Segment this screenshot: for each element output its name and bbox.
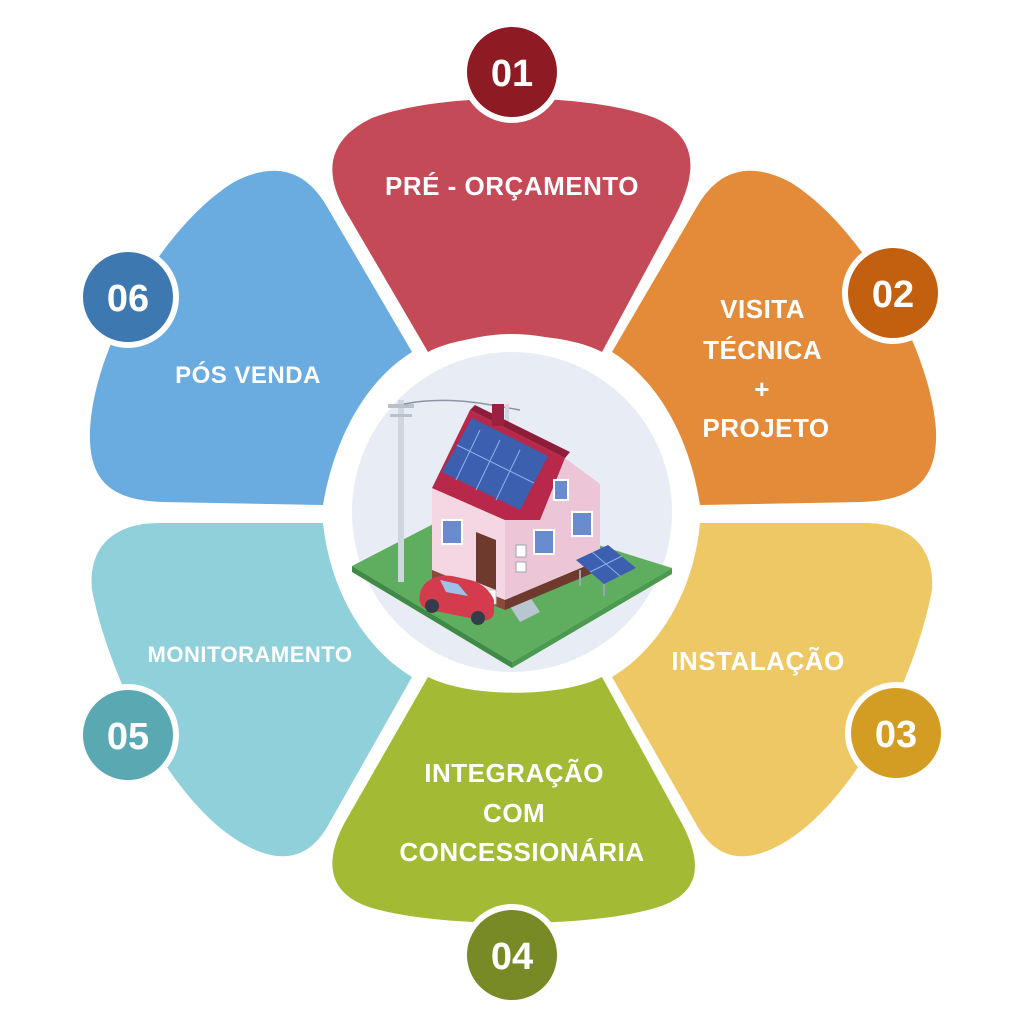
step-03-label-line: INSTALAÇÃO [671, 646, 845, 676]
badge-02-number: 02 [872, 274, 914, 316]
step-04-label-line: INTEGRAÇÃO [424, 758, 604, 788]
solar-house-icon [352, 399, 672, 668]
badge-06-number: 06 [107, 278, 149, 320]
petal-03 [612, 523, 933, 857]
badge-06: 06 [77, 246, 179, 348]
step-05-label: MONITORAMENTO [148, 642, 353, 667]
step-02-label: VISITA TÉCNICA + PROJETO [702, 294, 829, 443]
petal-06 [89, 170, 412, 505]
step-04-label: INTEGRAÇÃO COM CONCESSIONÁRIA [399, 758, 644, 867]
badge-03-number: 03 [875, 714, 917, 756]
car-icon [419, 575, 494, 625]
badge-01: 01 [461, 21, 563, 123]
petal-01 [332, 98, 691, 352]
step-06-label: PÓS VENDA [175, 361, 321, 389]
petal-05 [91, 523, 413, 857]
step-02-label-line: PROJETO [702, 413, 829, 443]
step-03-label: INSTALAÇÃO [671, 646, 845, 676]
badge-02: 02 [842, 242, 944, 344]
badge-05: 05 [77, 684, 179, 786]
step-01-label: PRÉ - ORÇAMENTO [385, 171, 639, 201]
badge-03: 03 [845, 682, 947, 784]
petal-04 [332, 677, 695, 923]
petal-02 [612, 170, 937, 505]
badge-01-number: 01 [491, 53, 533, 95]
step-04-label-line: CONCESSIONÁRIA [399, 837, 644, 867]
step-04-label-line: COM [483, 798, 545, 828]
badge-04-number: 04 [491, 936, 533, 978]
step-02-label-line: + [754, 374, 770, 404]
badge-04: 04 [461, 904, 563, 1006]
step-02-label-line: TÉCNICA [703, 335, 822, 365]
step-01-label-line: PRÉ - ORÇAMENTO [385, 171, 639, 201]
badge-05-number: 05 [107, 716, 149, 758]
step-02-label-line: VISITA [720, 294, 805, 324]
step-06-label-line: PÓS VENDA [175, 361, 321, 389]
step-05-label-line: MONITORAMENTO [148, 642, 353, 667]
